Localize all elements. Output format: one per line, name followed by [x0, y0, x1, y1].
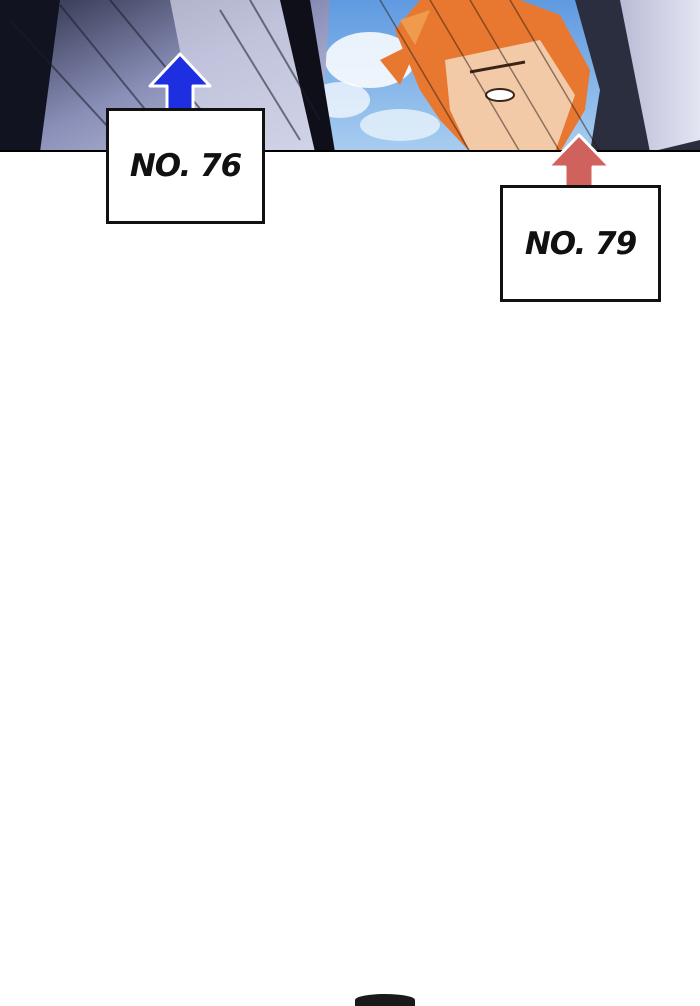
next-panel-edge: [355, 994, 415, 1006]
label-box-right: NO. 79: [500, 185, 661, 302]
label-text-right: NO. 79: [524, 225, 637, 262]
comic-panel: [0, 0, 700, 152]
label-text-left: NO. 76: [129, 148, 242, 184]
panel-artwork: [0, 0, 700, 152]
panel-border: [0, 150, 700, 152]
label-box-left: NO. 76: [106, 108, 265, 224]
